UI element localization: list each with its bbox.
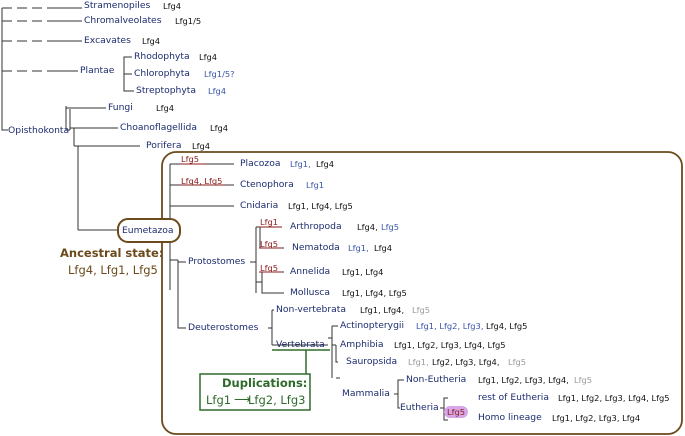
genes-streptophyta: Lfg4 bbox=[208, 86, 227, 96]
duplication-to: Lfg2, Lfg3 bbox=[248, 393, 306, 407]
taxon-noneutheria: Non-Eutheria bbox=[406, 374, 467, 385]
genes-chromalveolates: Lfg1/5 bbox=[175, 16, 202, 26]
branch-mammalia bbox=[394, 379, 404, 409]
taxon-eutheria: Eutheria bbox=[400, 402, 439, 413]
taxon-mammalia: Mammalia bbox=[342, 388, 390, 399]
genes-noneutheria-b: Lfg5 bbox=[574, 375, 593, 385]
genes-ctenophora: Lfg1 bbox=[306, 180, 325, 190]
branch-holozoa bbox=[66, 109, 71, 131]
branch-amniota bbox=[335, 345, 340, 379]
branch-root-vertical bbox=[1, 8, 8, 131]
taxon-nematoda: Nematoda bbox=[292, 242, 340, 253]
taxon-vertebrata: Vertebrata bbox=[276, 339, 325, 350]
duplication-from: Lfg1 bbox=[206, 393, 232, 407]
branch-protostomes bbox=[250, 226, 268, 293]
genes-actinopterygii-a: Lfg1, Lfg2, Lfg3, bbox=[416, 321, 484, 331]
taxon-actinopterygii: Actinopterygii bbox=[340, 320, 405, 331]
genes-porifera: Lfg4 bbox=[192, 141, 211, 151]
genes-sauropsida-b: Lfg2, Lfg3, Lfg4, bbox=[432, 357, 500, 367]
genes-cnidaria: Lfg1, Lfg4, Lfg5 bbox=[288, 201, 353, 211]
taxon-nonvertebrata: Non-vertebrata bbox=[276, 304, 346, 315]
taxon-opisthokonta: Opisthokonta bbox=[8, 125, 70, 136]
genes-noneutheria-a: Lfg1, Lfg2, Lfg3, Lfg4, bbox=[478, 375, 569, 385]
branch-vertebrata bbox=[328, 325, 338, 378]
genes-rest-eutheria: Lfg1, Lfg2, Lfg3, Lfg4, Lfg5 bbox=[558, 393, 670, 403]
genes-rhodophyta: Lfg4 bbox=[199, 52, 218, 62]
eumetazoa-clade-box bbox=[161, 151, 683, 435]
branch-porifera bbox=[74, 145, 140, 230]
ancestral-state-title: Ancestral state: bbox=[60, 246, 164, 260]
branch-choano bbox=[70, 127, 118, 146]
taxon-stramenopiles: Stramenopiles bbox=[84, 0, 151, 11]
genes-nonvertebrata-a: Lfg1, Lfg4, bbox=[360, 305, 405, 315]
genes-homo: Lfg1, Lfg2, Lfg3, Lfg4 bbox=[552, 413, 641, 423]
taxon-mollusca: Mollusca bbox=[290, 287, 330, 298]
genes-fungi: Lfg4 bbox=[156, 103, 175, 113]
taxon-rhodophyta: Rhodophyta bbox=[134, 51, 190, 62]
taxon-annelida: Annelida bbox=[290, 266, 331, 277]
genes-arthropoda-b: Lfg5 bbox=[381, 222, 400, 232]
taxon-deuterostomes: Deuterostomes bbox=[188, 322, 259, 333]
branch-opisthokonta bbox=[65, 107, 106, 130]
taxon-streptophyta: Streptophyta bbox=[136, 85, 197, 96]
genes-chlorophyta: Lfg1/5? bbox=[204, 69, 235, 79]
branch-deuterostomes bbox=[268, 309, 274, 345]
genes-actinopterygii-b: Lfg4, Lfg5 bbox=[486, 321, 528, 331]
taxon-placozoa: Placozoa bbox=[240, 158, 281, 169]
genes-sauropsida-c: Lfg5 bbox=[508, 357, 527, 367]
genes-arthropoda-a: Lfg4, bbox=[357, 222, 378, 232]
genes-placozoa-a: Lfg1, bbox=[290, 159, 311, 169]
loss-label-homo: Lfg5 bbox=[444, 406, 469, 418]
loss-label-ctenophora: Lfg4, Lfg5 bbox=[181, 176, 223, 186]
loss-label-nematoda: Lfg5 bbox=[260, 239, 279, 249]
genes-placozoa-b: Lfg4 bbox=[316, 159, 335, 169]
taxon-sauropsida: Sauropsida bbox=[346, 356, 398, 367]
taxon-porifera: Porifera bbox=[146, 140, 182, 151]
loss-label-arthropoda: Lfg1 bbox=[260, 217, 279, 227]
loss-label-annelida: Lfg5 bbox=[260, 263, 279, 273]
ancestral-state-genes: Lfg4, Lfg1, Lfg5 bbox=[68, 263, 158, 277]
eumetazoa-label-box bbox=[117, 218, 181, 243]
genes-amphibia: Lfg1, Lfg2, Lfg3, Lfg4, Lfg5 bbox=[394, 340, 506, 350]
taxon-homo: Homo lineage bbox=[478, 412, 542, 423]
taxon-excavates: Excavates bbox=[84, 35, 131, 46]
loss-markers bbox=[180, 163, 282, 273]
duplications-box bbox=[199, 373, 311, 411]
branch-bilateria bbox=[170, 259, 186, 329]
taxon-choanoflagellida: Choanoflagellida bbox=[120, 122, 197, 133]
genes-stramenopiles: Lfg4 bbox=[163, 1, 182, 11]
taxon-cnidaria: Cnidaria bbox=[240, 200, 279, 211]
branch-plantae-clade bbox=[123, 56, 134, 92]
taxon-plantae: Plantae bbox=[80, 65, 115, 76]
duplications-title: Duplications: bbox=[222, 376, 308, 390]
duplication-arrow: ⟶ bbox=[234, 392, 251, 406]
branch-spiralia bbox=[256, 271, 284, 294]
taxon-chromalveolates: Chromalveolates bbox=[84, 15, 162, 26]
taxon-amphibia: Amphibia bbox=[340, 339, 384, 350]
taxon-arthropoda: Arthropoda bbox=[290, 221, 342, 232]
taxon-ctenophora: Ctenophora bbox=[240, 179, 294, 190]
genes-nonvertebrata-b: Lfg5 bbox=[412, 305, 431, 315]
loss-label-placozoa: Lfg5 bbox=[181, 154, 200, 164]
genes-choanoflagellida: Lfg4 bbox=[210, 123, 229, 133]
genes-annelida: Lfg1, Lfg4 bbox=[342, 267, 384, 277]
genes-mollusca: Lfg1, Lfg4, Lfg5 bbox=[342, 288, 407, 298]
genes-excavates: Lfg4 bbox=[142, 36, 161, 46]
taxon-protostomes: Protostomes bbox=[188, 256, 246, 267]
taxon-rest-eutheria: rest of Eutheria bbox=[478, 392, 549, 403]
taxon-fungi: Fungi bbox=[108, 102, 133, 113]
taxon-eumetazoa: Eumetazoa bbox=[122, 225, 174, 236]
taxon-chlorophyta: Chlorophyta bbox=[134, 68, 190, 79]
genes-nematoda-a: Lfg1, bbox=[348, 243, 369, 253]
genes-nematoda-b: Lfg4 bbox=[374, 243, 393, 253]
genes-sauropsida-a: Lfg1, bbox=[408, 357, 429, 367]
